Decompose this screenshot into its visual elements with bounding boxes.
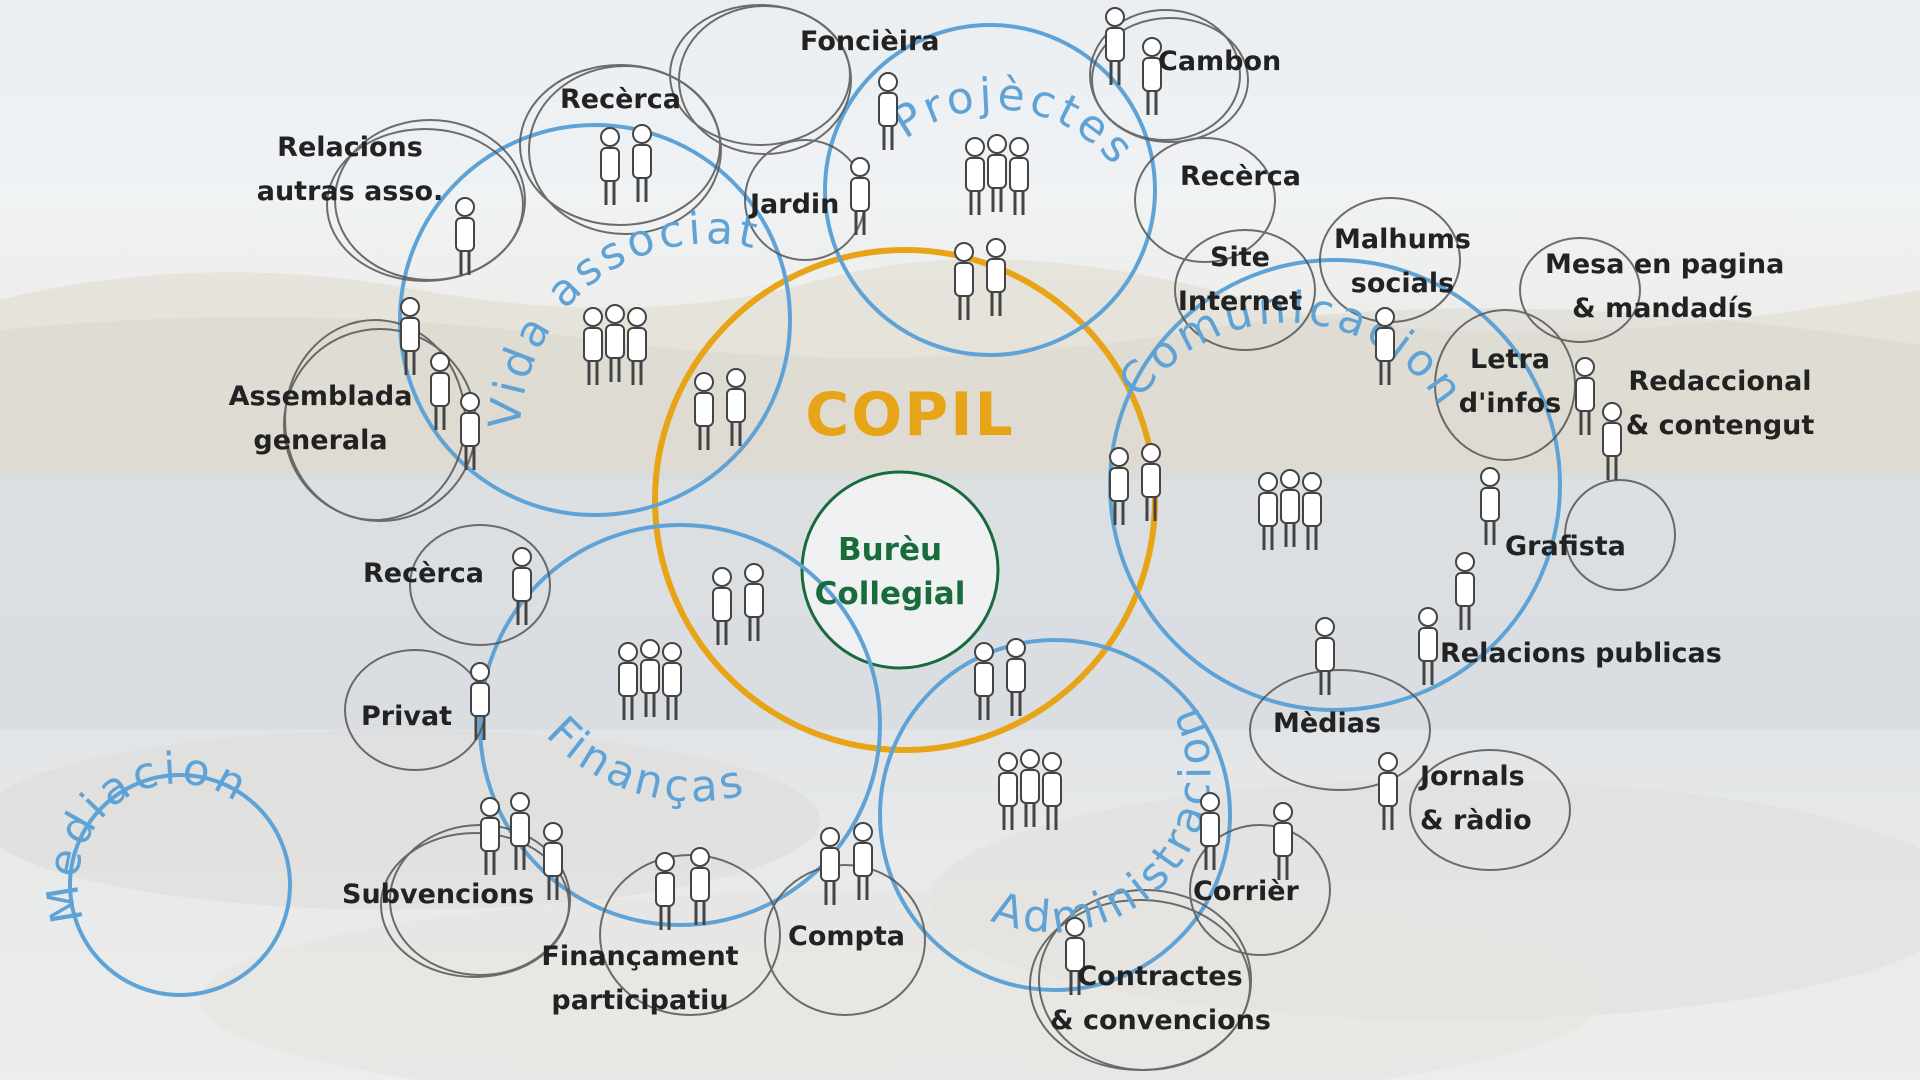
person-icon: [1377, 751, 1399, 832]
label-mesa: Mesa en pagina & mandadís: [1545, 243, 1785, 331]
administracion-ring: [878, 638, 1232, 992]
vida-ring: [398, 123, 792, 517]
person-icon: [689, 846, 711, 927]
ring-title-finances: Finanças: [537, 707, 751, 813]
person-icon: [509, 791, 531, 872]
person-icon: [1574, 356, 1596, 437]
person-icon: [819, 826, 841, 907]
person-icon: [877, 71, 899, 152]
label-redaccional: Redaccional & contengut: [1620, 360, 1820, 448]
label-finançament-line2: participatiu: [551, 985, 729, 1016]
label-grafista: Grafista: [1505, 531, 1626, 562]
person-icon: [852, 821, 874, 902]
bureu-line2: Collegial: [814, 576, 966, 612]
label-malhums-line2: socials: [1350, 268, 1455, 299]
group-icon: [584, 305, 646, 385]
person-icon: [454, 196, 476, 277]
label-jornals-line2: & ràdio: [1420, 805, 1532, 836]
label-assemblada-line2: generala: [253, 425, 388, 456]
label-site-line2: Internet: [1177, 286, 1303, 317]
mediacion-ring: [68, 773, 292, 997]
person-icon: [1272, 801, 1294, 882]
label-cambon: Cambon: [1158, 46, 1282, 77]
label-fonceira: Foncièira: [800, 26, 940, 57]
label-relacions-line2: autras asso.: [256, 176, 444, 207]
label-recerca-fin: Recèrca: [363, 558, 484, 589]
group-icon: [1259, 470, 1321, 550]
person-icon: [479, 796, 501, 877]
handshake-icon: [713, 564, 763, 645]
label-finançament: Finançament participatiu: [540, 935, 740, 1023]
label-finançament-line1: Finançament: [541, 941, 739, 972]
label-mesa-line2: & mandadís: [1572, 293, 1753, 324]
bureu-line1: Burèu: [837, 532, 943, 568]
label-malhums: Malhums socials: [1325, 218, 1480, 306]
copil-title: COPIL: [805, 380, 1015, 450]
label-subvencions: Subvencions: [342, 879, 535, 910]
label-contractes: Contractes & convencions: [1050, 955, 1271, 1043]
group-icon: [999, 750, 1061, 830]
person-icon: [631, 123, 653, 204]
label-jardin: Jardin: [750, 189, 840, 220]
label-relacions-publicas: Relacions publicas: [1440, 638, 1722, 669]
label-assemblada: Assemblada generala: [228, 375, 413, 463]
people-icons: [399, 6, 1623, 997]
label-medias: Mèdias: [1273, 708, 1382, 739]
label-corrier: Corrièr: [1193, 876, 1299, 907]
label-assemblada-line1: Assemblada: [228, 381, 413, 412]
label-jornals: Jornals & ràdio: [1420, 755, 1535, 843]
label-redaccional-line1: Redaccional: [1628, 366, 1812, 397]
label-jornals-line1: Jornals: [1420, 761, 1525, 792]
group-icon: [966, 135, 1028, 215]
ring-title-vida: Vida associativa: [0, 0, 765, 431]
person-icon: [1454, 551, 1476, 632]
handshake-icon: [955, 239, 1005, 320]
label-letra-line2: d'infos: [1458, 388, 1562, 419]
label-mesa-line1: Mesa en pagina: [1545, 249, 1785, 280]
projectes-ring: [823, 23, 1157, 357]
person-icon: [599, 126, 621, 207]
bureu-collegial: Burèu Collegial: [800, 528, 980, 616]
label-letra: Letra d'infos: [1450, 338, 1570, 426]
group-icon: [619, 640, 681, 720]
person-icon: [429, 351, 451, 432]
person-icon: [1374, 306, 1396, 387]
label-privat: Privat: [361, 701, 453, 732]
label-contractes-line1: Contractes: [1077, 961, 1243, 992]
person-icon: [1417, 606, 1439, 687]
label-contractes-line2: & convencions: [1050, 1005, 1271, 1036]
person-icon: [1601, 401, 1623, 482]
label-site: Site Internet: [1175, 236, 1305, 324]
person-icon: [542, 821, 564, 902]
label-site-line1: Site: [1210, 242, 1270, 273]
finances-ring: [478, 523, 882, 927]
label-relacions-line1: Relacions: [277, 132, 423, 163]
person-icon: [1479, 466, 1501, 547]
label-compta: Compta: [788, 921, 905, 952]
person-icon: [1314, 616, 1336, 697]
label-recerca-proj: Recèrca: [1180, 161, 1301, 192]
ring-title-mediacion: Mediacion: [37, 743, 259, 927]
label-malhums-line1: Malhums: [1334, 224, 1471, 255]
label-relacions: Relacions autras asso.: [255, 126, 445, 214]
person-icon: [654, 851, 676, 932]
person-icon: [1199, 791, 1221, 872]
label-recerca-vida: Recèrca: [560, 84, 681, 115]
handshake-icon: [975, 639, 1025, 720]
label-letra-line1: Letra: [1470, 344, 1550, 375]
handshake-icon: [695, 369, 745, 450]
label-redaccional-line2: & contengut: [1625, 410, 1815, 441]
